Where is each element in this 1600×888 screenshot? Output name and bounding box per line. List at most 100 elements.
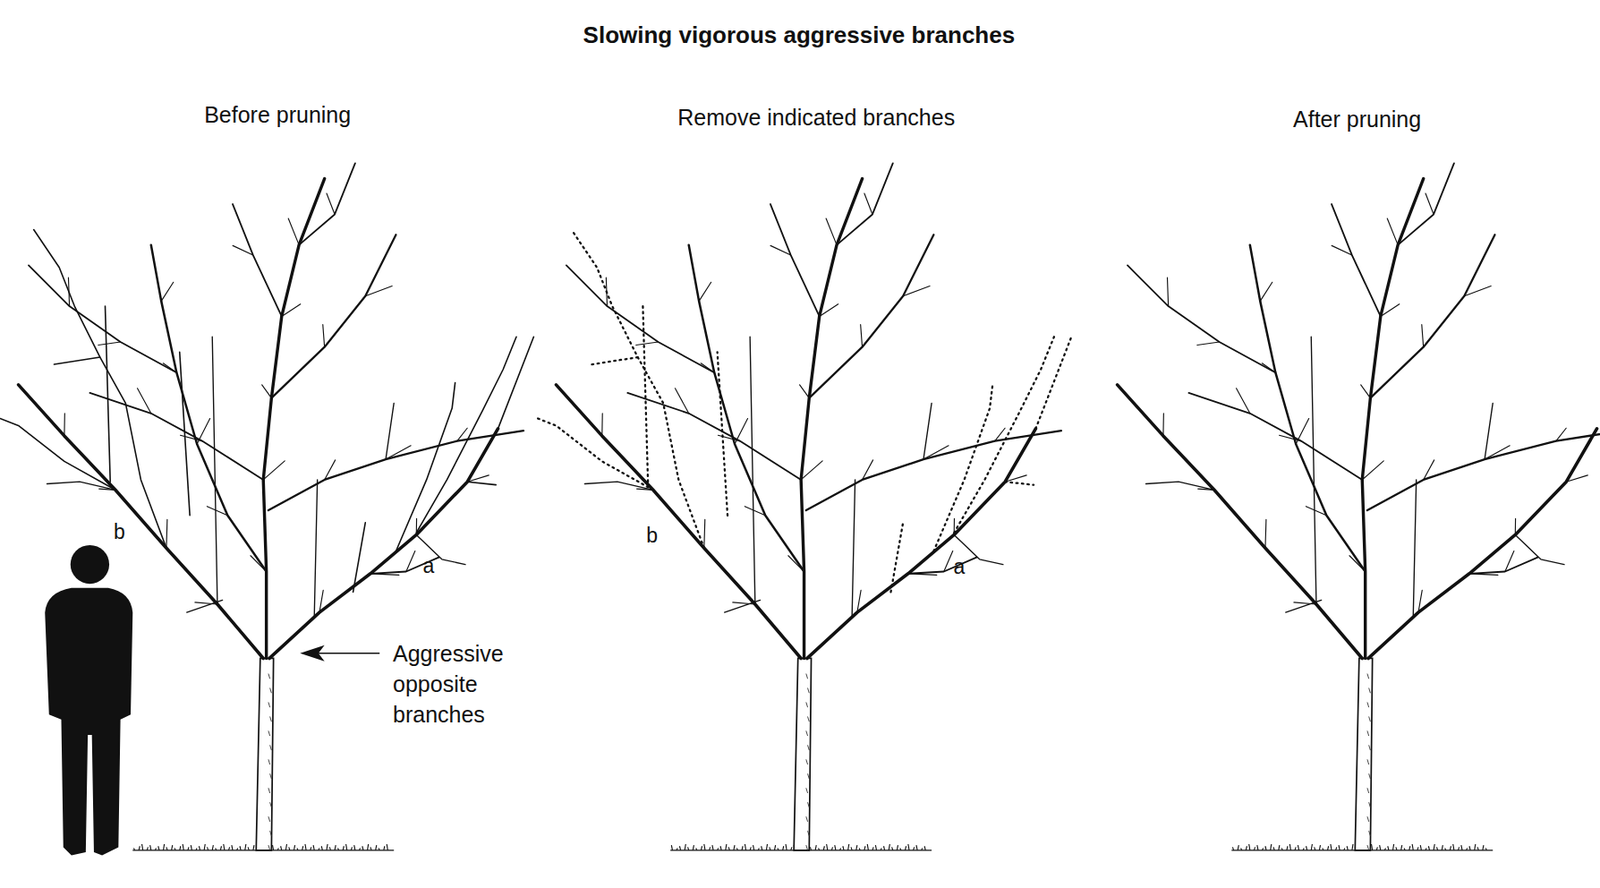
removed-branch xyxy=(642,306,648,482)
bark-mark xyxy=(806,816,809,822)
grass-tick xyxy=(231,844,233,851)
bark-mark xyxy=(1367,816,1370,822)
twig xyxy=(206,506,228,516)
twig xyxy=(165,519,168,548)
tree xyxy=(1117,162,1600,850)
branch xyxy=(212,336,218,605)
bark-mark xyxy=(270,773,273,779)
branch xyxy=(34,229,167,549)
grass-tick xyxy=(1302,848,1304,851)
branch xyxy=(1412,479,1416,616)
grass-tick xyxy=(774,844,775,851)
grass-tick xyxy=(1453,843,1455,851)
twig xyxy=(1305,506,1327,516)
grass-tick xyxy=(305,843,307,851)
grass-tick xyxy=(198,845,200,851)
bark-mark xyxy=(1369,744,1371,750)
grass-tick xyxy=(1437,846,1439,850)
grass-tick xyxy=(859,848,860,851)
grass-tick xyxy=(302,845,304,851)
grass-tick xyxy=(741,845,743,851)
grass-tick xyxy=(272,844,274,851)
grass-tick xyxy=(921,848,923,851)
grass-tick xyxy=(744,843,746,851)
twig xyxy=(1349,555,1366,572)
grass-tick xyxy=(162,843,164,851)
twig xyxy=(195,602,218,605)
grass-tick xyxy=(1327,845,1328,851)
grass-tick xyxy=(848,843,850,851)
bark-mark xyxy=(806,758,809,765)
branch xyxy=(807,428,1036,659)
grass-tick xyxy=(875,844,877,851)
grass-tick xyxy=(1485,848,1487,851)
branch xyxy=(836,162,894,245)
twig xyxy=(1166,277,1168,307)
grass-tick xyxy=(864,845,866,851)
grass-tick xyxy=(880,848,882,851)
removed-branch xyxy=(591,357,638,365)
grass-tick xyxy=(1445,848,1447,851)
twig xyxy=(908,573,937,576)
bark-mark xyxy=(268,844,271,851)
grass-tick xyxy=(777,848,779,851)
branch xyxy=(1250,245,1366,572)
branch xyxy=(151,245,267,572)
bark-mark xyxy=(268,758,271,765)
grass-tick xyxy=(280,845,282,851)
grass-tick xyxy=(1289,843,1291,851)
twig xyxy=(819,304,839,317)
twig xyxy=(406,551,416,572)
grass-tick xyxy=(297,848,298,851)
grass-tick xyxy=(1449,845,1451,851)
branch xyxy=(1188,392,1362,480)
bark-mark xyxy=(270,688,273,694)
grass-tick xyxy=(207,846,209,850)
bark-mark xyxy=(808,830,810,836)
grass-tick xyxy=(138,845,140,851)
grass-tick xyxy=(289,846,290,850)
branch xyxy=(1331,204,1381,316)
twig xyxy=(636,341,659,345)
twig xyxy=(1331,245,1353,256)
twig xyxy=(1505,551,1515,572)
twig xyxy=(180,434,203,441)
grass-tick xyxy=(696,848,698,851)
grass-tick xyxy=(1344,848,1345,851)
bark-mark xyxy=(270,744,273,750)
grass-tick xyxy=(1477,846,1479,850)
twig xyxy=(1259,281,1273,301)
twig xyxy=(944,551,954,572)
bark-mark xyxy=(270,801,273,808)
grass-tick xyxy=(834,844,836,851)
grass-tick xyxy=(761,845,763,851)
grass-tick xyxy=(1306,845,1308,851)
bark-mark xyxy=(808,744,810,750)
grass-tick xyxy=(704,843,706,851)
grass-tick xyxy=(1466,848,1468,851)
bark-mark xyxy=(268,673,271,680)
twig xyxy=(601,413,604,436)
grass-tick xyxy=(1237,844,1239,851)
grass-tick xyxy=(239,845,241,851)
branch xyxy=(584,481,653,490)
bark-mark xyxy=(1367,758,1370,765)
grass-tick xyxy=(1322,848,1324,851)
bark-mark xyxy=(1369,801,1371,808)
twig xyxy=(1162,413,1165,436)
grass-tick xyxy=(1330,843,1332,851)
grass-tick xyxy=(1392,843,1394,851)
twig xyxy=(902,286,930,297)
twig xyxy=(1556,427,1566,441)
twig xyxy=(862,459,874,480)
grass-tick xyxy=(1257,844,1259,851)
branch xyxy=(555,384,801,659)
grass-tick xyxy=(1297,844,1299,851)
grass-tick xyxy=(1286,845,1288,851)
grass-tick xyxy=(1294,846,1296,850)
grass-tick xyxy=(1461,844,1463,851)
bark-mark xyxy=(806,673,809,680)
removed-branch xyxy=(717,351,728,515)
bark-mark xyxy=(1367,730,1370,736)
grass-tick xyxy=(676,848,678,851)
